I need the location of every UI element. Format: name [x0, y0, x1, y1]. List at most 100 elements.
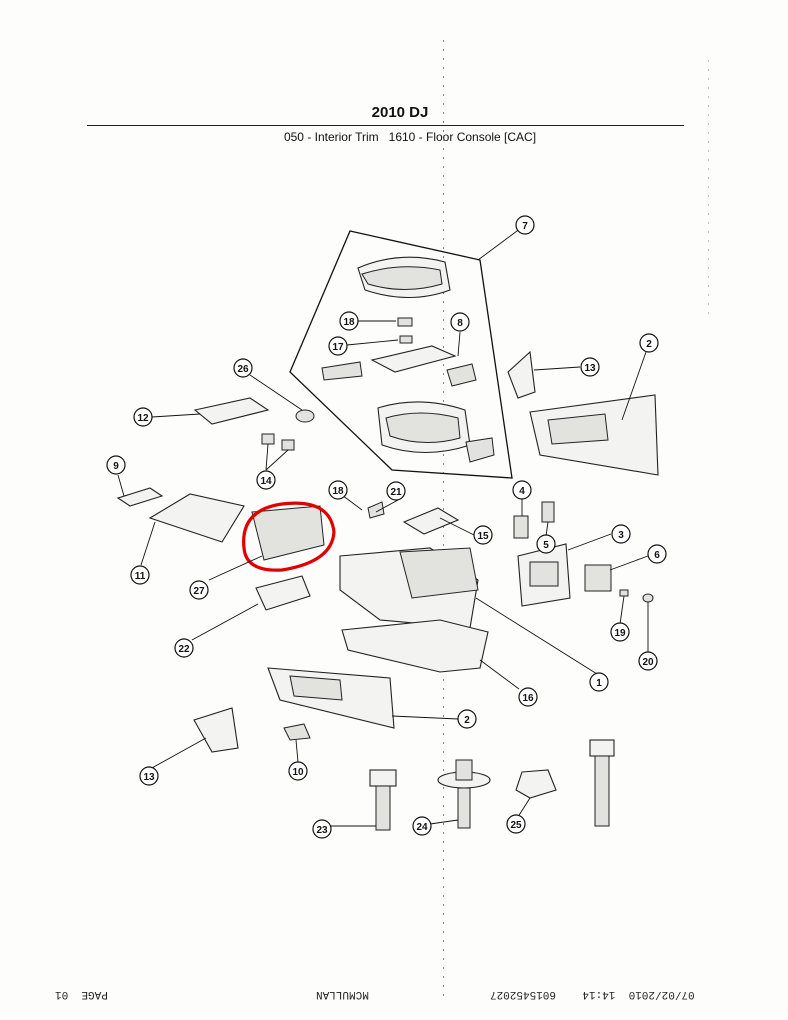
part-2-lower-panel-shape — [267, 667, 395, 729]
part-7-group-outline — [289, 230, 513, 479]
part-24-bolt-shape — [437, 759, 491, 829]
callout-22: 22 — [174, 638, 194, 658]
part-17-clip-shape — [399, 335, 413, 344]
callout-1: 1 — [589, 672, 609, 692]
callout-2-number: 2 — [464, 715, 470, 726]
callout-15-number: 15 — [477, 531, 489, 542]
part-21-clip-shape — [367, 501, 385, 519]
callout-13-lower: 13 — [139, 766, 159, 786]
group-label: 050 - Interior Trim — [283, 130, 379, 144]
part-8-mat-shape — [370, 345, 457, 373]
callout-1-number: 1 — [596, 678, 602, 689]
part-5-switch-shape — [541, 501, 555, 523]
callout-8-number: 8 — [457, 318, 463, 329]
callout-6-number: 6 — [654, 550, 660, 561]
callout-7: 7 — [515, 215, 535, 235]
callout-24-number: 24 — [416, 822, 428, 833]
callout-20: 20 — [638, 651, 658, 671]
callout-16-number: 16 — [522, 693, 534, 704]
callout-8: 8 — [450, 312, 470, 332]
part-7-lid-shape — [357, 256, 451, 299]
callout-12-number: 12 — [137, 413, 149, 424]
callout-13-upper: 13 — [580, 357, 600, 377]
part-12-plate-shape — [193, 397, 270, 425]
part-6-panel-shape — [584, 564, 612, 592]
part-14-cap-shape — [281, 439, 295, 451]
callout-27: 27 — [189, 580, 209, 600]
callout-3: 3 — [611, 524, 631, 544]
part-8-latch-shape — [446, 363, 477, 387]
callout-15: 15 — [473, 525, 493, 545]
callout-11: 11 — [130, 565, 150, 585]
callout-26: 26 — [233, 358, 253, 378]
callout-19: 19 — [610, 622, 630, 642]
callout-10: 10 — [288, 761, 308, 781]
section-label: 1610 - Floor Console [CAC] — [388, 130, 537, 144]
part-20-nut-shape — [642, 593, 654, 603]
callout-20-number: 20 — [642, 657, 654, 668]
callout-21-number: 21 — [390, 487, 402, 498]
callout-24: 24 — [412, 816, 432, 836]
callout-3-number: 3 — [618, 530, 624, 541]
callout-2-lower: 2 — [457, 709, 477, 729]
callout-14: 14 — [256, 470, 276, 490]
part-10-pad-shape — [283, 723, 311, 741]
part-18-clip-shape — [397, 317, 413, 327]
part-22-bracket-shape — [255, 575, 311, 611]
title-rule — [87, 125, 684, 126]
scan-noise — [708, 60, 709, 320]
leader-lines — [117, 224, 649, 827]
callout-18: 18 — [339, 311, 359, 331]
part-7-hinge-shape — [321, 361, 363, 381]
callout-25-number: 25 — [510, 820, 522, 831]
callout-17-number: 17 — [332, 342, 344, 353]
callout-11-number: 11 — [135, 571, 146, 582]
callout-2-upper: 2 — [639, 333, 659, 353]
part-1-base-shape — [339, 547, 479, 629]
callout-23: 23 — [312, 819, 332, 839]
callout-23-number: 23 — [316, 825, 328, 836]
callout-10-number: 10 — [292, 767, 304, 778]
part-25-nut-shape — [515, 769, 557, 799]
callout-18-number: 18 — [343, 317, 355, 328]
part-13-lower-shape — [193, 707, 239, 753]
callout-7-number: 7 — [522, 221, 528, 232]
callout-2-number: 2 — [646, 339, 652, 350]
callout-5-number: 5 — [543, 540, 549, 551]
callout-5: 5 — [536, 534, 556, 554]
part-14-cap-shape — [261, 433, 275, 445]
callout-9: 9 — [106, 455, 126, 475]
part-23-bolt-shape — [369, 769, 397, 831]
fax-footer-middle: MCMULLAN — [316, 988, 369, 1000]
page-title: 2010 DJ — [371, 104, 429, 121]
fax-footer-right: 07/02/2010 14:14 6015452027 — [490, 988, 695, 1000]
part-3-bezel-shape — [517, 543, 571, 607]
page-subtitle: 050 - Interior Trim 1610 - Floor Console… — [200, 130, 620, 144]
callout-26-number: 26 — [237, 364, 249, 375]
part-2-upper-panel-shape — [529, 394, 659, 476]
part-26-knob-shape — [295, 409, 315, 423]
callout-13-number: 13 — [143, 772, 155, 783]
callout-12: 12 — [133, 407, 153, 427]
callout-21: 21 — [386, 481, 406, 501]
part-27-shifter-shape — [251, 505, 325, 561]
callout-4: 4 — [512, 480, 532, 500]
part-9-pad-shape — [116, 487, 164, 507]
callout-6: 6 — [647, 544, 667, 564]
fax-footer-left: PAGE 01 — [55, 988, 108, 1000]
part-16-rail-shape — [341, 619, 489, 673]
part-19-clip-shape — [619, 589, 629, 597]
callout-4-number: 4 — [519, 486, 525, 497]
callout-19-number: 19 — [614, 628, 626, 639]
callout-14-number: 14 — [260, 476, 272, 487]
long-bolt-shape — [589, 739, 615, 827]
part-13-upper-shape — [507, 350, 536, 399]
callout-25: 25 — [506, 814, 526, 834]
part-7-bin-shape — [377, 401, 495, 463]
callout-13-number: 13 — [584, 363, 596, 374]
callout-22-number: 22 — [178, 644, 190, 655]
callout-18-number: 18 — [332, 486, 344, 497]
callout-16: 16 — [518, 687, 538, 707]
